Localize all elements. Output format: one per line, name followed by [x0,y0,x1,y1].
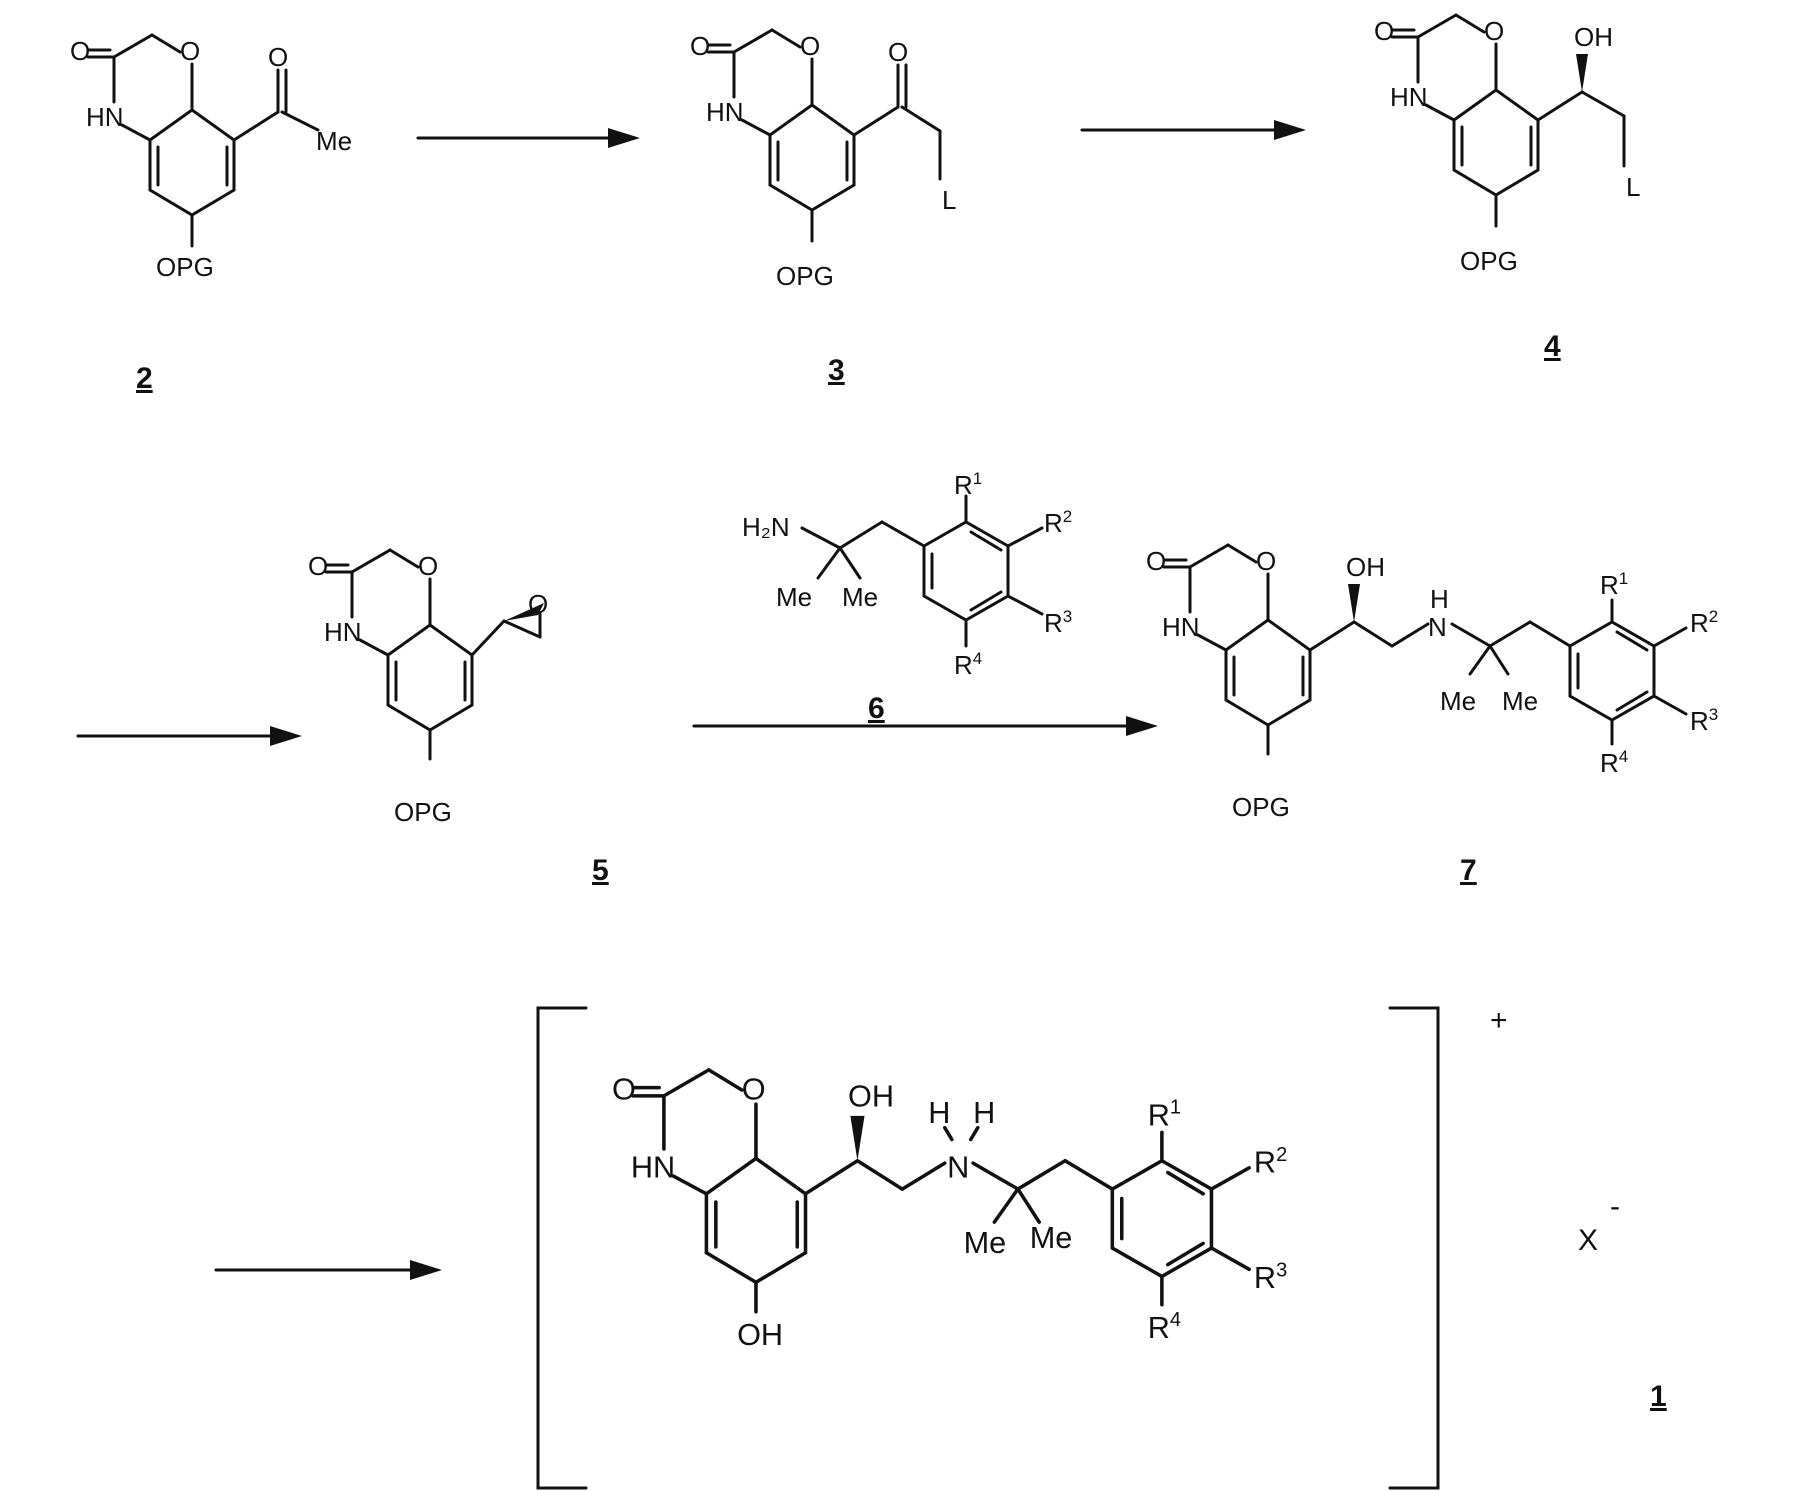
compound-number: 7 [1460,854,1477,887]
wedge-bond [1576,54,1588,92]
atom-label: O [180,36,200,66]
atom-label: Me [1502,686,1538,716]
atom-label: O [800,31,820,61]
atom-label: H₂N [742,512,790,542]
reaction-arrow [78,726,302,746]
r-group-label: R4 [954,649,982,680]
atom-label: HN [86,102,124,132]
r-group-label: R2 [1254,1144,1287,1180]
atom-label: OPG [1460,246,1518,276]
atom-label: N [947,1149,969,1184]
compound-5: O O HN O OPG [308,550,548,827]
atom-label: OH [1346,552,1385,582]
atom-label: H [1430,584,1449,614]
atom-label: OPG [156,252,214,282]
wedge-bond [850,1116,864,1161]
reaction-arrow [694,716,1158,736]
wedge-bond [1348,584,1360,622]
atom-label: L [942,185,956,215]
atom-label: O [1484,16,1504,46]
atom-label: O [528,589,548,619]
compound-number: 4 [1544,330,1561,363]
atom-label: HN [631,1149,675,1184]
bracket-left [538,1008,586,1488]
compound-3: O O HN O L OPG [690,30,956,291]
atom-label: O [308,551,328,581]
compound-2: O O HN O Me OPG [70,35,352,282]
compound-number: 2 [136,362,153,395]
r-group-label: R1 [1600,569,1628,600]
atom-label: HN [706,97,744,127]
charge-plus: + [1490,1004,1508,1037]
r-group-label: R1 [1148,1097,1181,1133]
atom-label: O [1374,16,1394,46]
atom-label: Me [964,1225,1007,1260]
atom-label: Me [1030,1220,1073,1255]
r-group-label: R4 [1148,1309,1181,1345]
atom-label: O [612,1071,636,1106]
atom-label: H [928,1095,950,1130]
atom-label: HN [324,617,362,647]
r-group-label: R3 [1690,705,1718,736]
compound-1: O O HN OH H H N Me Me R1 R2 R3 R4 OH [612,1070,1287,1352]
compound-number: 3 [828,354,845,387]
atom-label: O [268,42,288,72]
compound-7: O O HN OH H N Me Me R1 R2 R3 R4 OPG [1146,545,1718,822]
reaction-arrow [1082,120,1306,140]
atom-label: O [418,551,438,581]
atom-label: HN [1162,612,1200,642]
atom-label: O [70,36,90,66]
compound-number: 1 [1650,1380,1667,1413]
r-group-label: R2 [1044,507,1072,538]
atom-label: O [742,1071,766,1106]
atom-label: Me [316,126,352,156]
atom-label: Me [776,582,812,612]
r-group-label: R3 [1254,1259,1287,1295]
counterion: X- [1578,1190,1620,1257]
r-group-label: R1 [954,469,982,500]
atom-label: Me [842,582,878,612]
atom-label: L [1626,172,1640,202]
benzoxazinone-core [326,550,544,759]
atom-label: O [888,37,908,67]
atom-label: OH [848,1078,894,1113]
atom-label: HN [1390,82,1428,112]
reaction-arrow [418,128,640,148]
atom-label: N [1428,612,1447,642]
atom-label: OH [737,1317,783,1352]
compound-number: 5 [592,854,609,887]
r-group-label: R3 [1044,607,1072,638]
bracket-right [1390,1008,1438,1488]
compound-number: 6 [868,692,885,725]
atom-label: Me [1440,686,1476,716]
r-group-label: R4 [1600,747,1628,778]
reaction-arrow [216,1260,442,1280]
atom-label: OH [1574,22,1613,52]
atom-label: OPG [776,261,834,291]
r-group-label: R2 [1690,607,1718,638]
atom-label: OPG [1232,792,1290,822]
atom-label: O [1146,546,1166,576]
atom-label: O [690,31,710,61]
compound-6: H₂N Me Me R1 R2 R3 R4 [742,469,1072,680]
atom-label: OPG [394,797,452,827]
atom-label: H [973,1095,995,1130]
atom-label: O [1256,546,1276,576]
compound-4: O O HN OH L OPG [1374,15,1640,276]
